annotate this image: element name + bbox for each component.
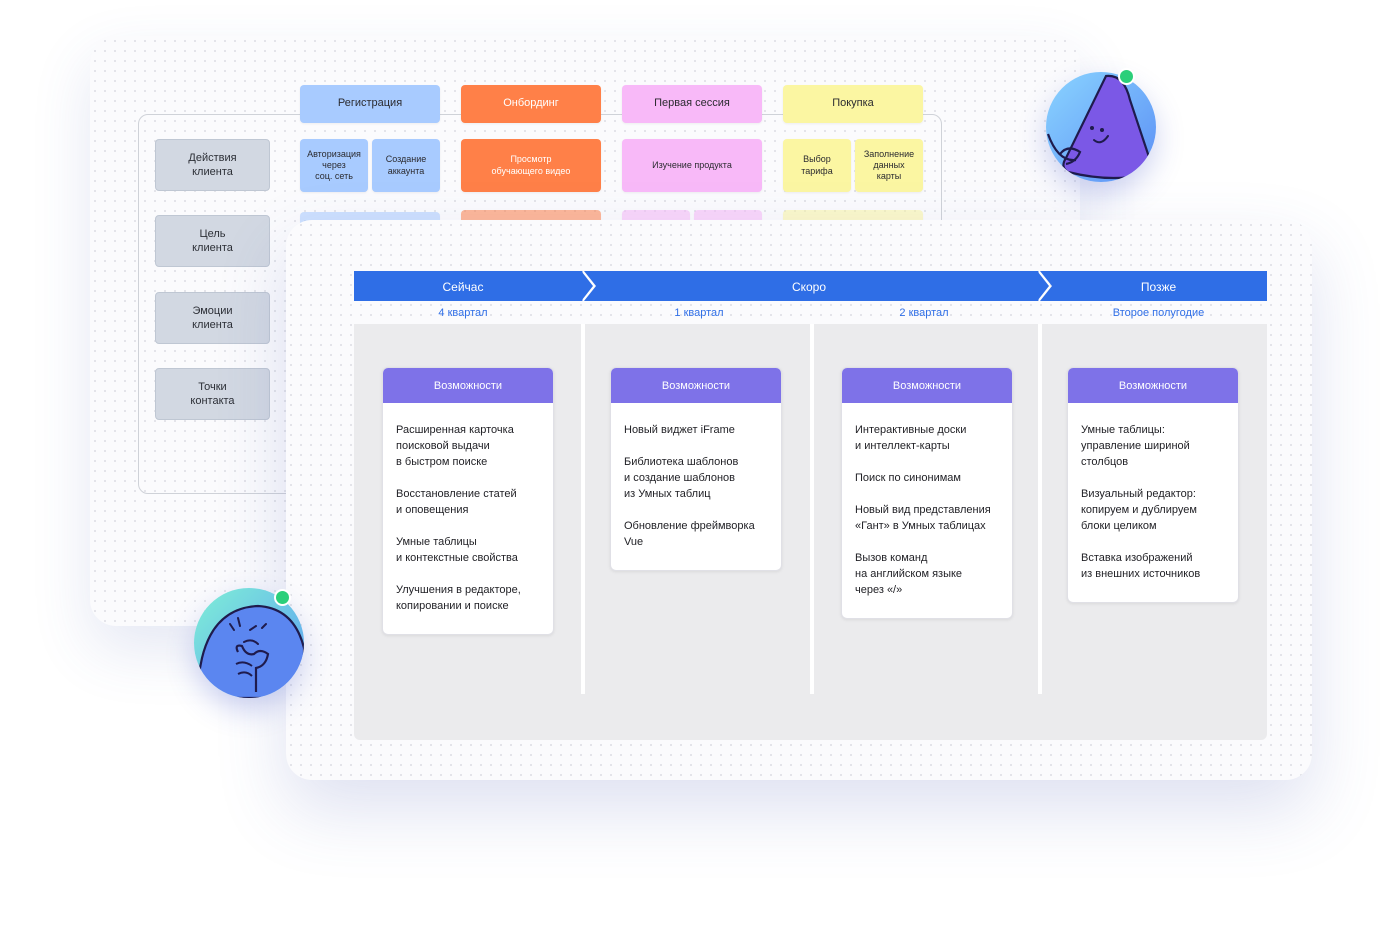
purple-character-avatar[interactable]	[1046, 72, 1156, 182]
sticky-auth-social[interactable]: Авторизация через соц. сеть	[300, 139, 368, 192]
period-q4: 4 квартал	[438, 307, 488, 319]
phase-separator-1	[582, 271, 596, 301]
sticky-watch-video[interactable]: Просмотр обучающего видео	[461, 139, 601, 192]
column-divider	[1038, 324, 1042, 694]
thinking-character-avatar[interactable]	[194, 588, 304, 698]
row-label-emotions: Эмоции клиента	[155, 292, 270, 344]
row-label-touchpoints: Точки контакта	[155, 368, 270, 420]
card-item: Визуальный редактор: копируем и дублируе…	[1081, 488, 1197, 532]
card-item: Вызов команд на английском языке через «…	[855, 552, 963, 596]
stage-registration[interactable]: Регистрация	[300, 85, 440, 123]
phase-later-shape	[1040, 271, 1267, 301]
stage-purchase[interactable]: Покупка	[783, 85, 923, 123]
row-label-actions: Действия клиента	[155, 139, 270, 191]
card-item: Новый вид представления «Гант» в Умных т…	[855, 504, 991, 532]
card-item: Умные таблицы: управление шириной столбц…	[1081, 424, 1190, 468]
stage-first-session[interactable]: Первая сессия	[622, 85, 762, 123]
sticky-study-product[interactable]: Изучение продукта	[622, 139, 762, 192]
online-status-dot	[1118, 68, 1135, 85]
feature-card-h2[interactable]: Возможности Умные таблицы: управление ши…	[1067, 367, 1239, 603]
card-item: Умные таблицы и контекстные свойства	[396, 536, 518, 564]
period-q1: 1 квартал	[674, 307, 724, 319]
phase-soon-shape	[584, 271, 1050, 301]
sticky-choose-plan[interactable]: Выбор тарифа	[783, 139, 851, 192]
feature-card-q1[interactable]: Возможности Новый виджет iFrame Библиоте…	[610, 367, 782, 571]
card-header: Возможности	[1068, 368, 1238, 403]
period-q2: 2 квартал	[899, 307, 949, 319]
phase-separator-2	[1038, 271, 1052, 301]
stage-onboarding[interactable]: Онбординг	[461, 85, 601, 123]
card-header: Возможности	[383, 368, 553, 403]
card-item: Расширенная карточка поисковой выдачи в …	[396, 424, 514, 468]
row-label-goal: Цель клиента	[155, 215, 270, 267]
online-status-dot	[274, 589, 291, 606]
card-item: Восстановление статей и оповещения	[396, 488, 517, 516]
phase-soon-label[interactable]: Скоро	[791, 280, 827, 294]
phase-now-shape	[354, 271, 594, 301]
feature-card-q4[interactable]: Возможности Расширенная карточка поисков…	[382, 367, 554, 635]
sticky-create-account[interactable]: Создание аккаунта	[372, 139, 440, 192]
card-item: Улучшения в редакторе, копировании и пои…	[396, 584, 521, 612]
timeline-arrow	[354, 271, 1267, 301]
column-divider	[810, 324, 814, 694]
card-item: Библиотека шаблонов и создание шаблонов …	[624, 456, 739, 500]
card-item: Обновление фреймворка Vue	[624, 520, 755, 548]
card-item: Вставка изображений из внешних источнико…	[1081, 552, 1201, 580]
card-item: Интерактивные доски и интеллект-карты	[855, 424, 967, 452]
column-divider	[581, 324, 585, 694]
thinking-character-icon	[194, 588, 304, 698]
card-item: Поиск по синонимам	[855, 472, 961, 484]
feature-card-q2[interactable]: Возможности Интерактивные доски и интелл…	[841, 367, 1013, 619]
sticky-fill-card[interactable]: Заполнение данных карты	[855, 139, 923, 192]
card-header: Возможности	[611, 368, 781, 403]
phase-now-label[interactable]: Сейчас	[442, 280, 484, 294]
card-item: Новый виджет iFrame	[624, 424, 735, 436]
purple-character-icon	[1046, 72, 1156, 182]
period-h2: Второе полугодие	[1112, 307, 1205, 319]
card-header: Возможности	[842, 368, 1012, 403]
phase-later-label[interactable]: Позже	[1140, 280, 1177, 294]
